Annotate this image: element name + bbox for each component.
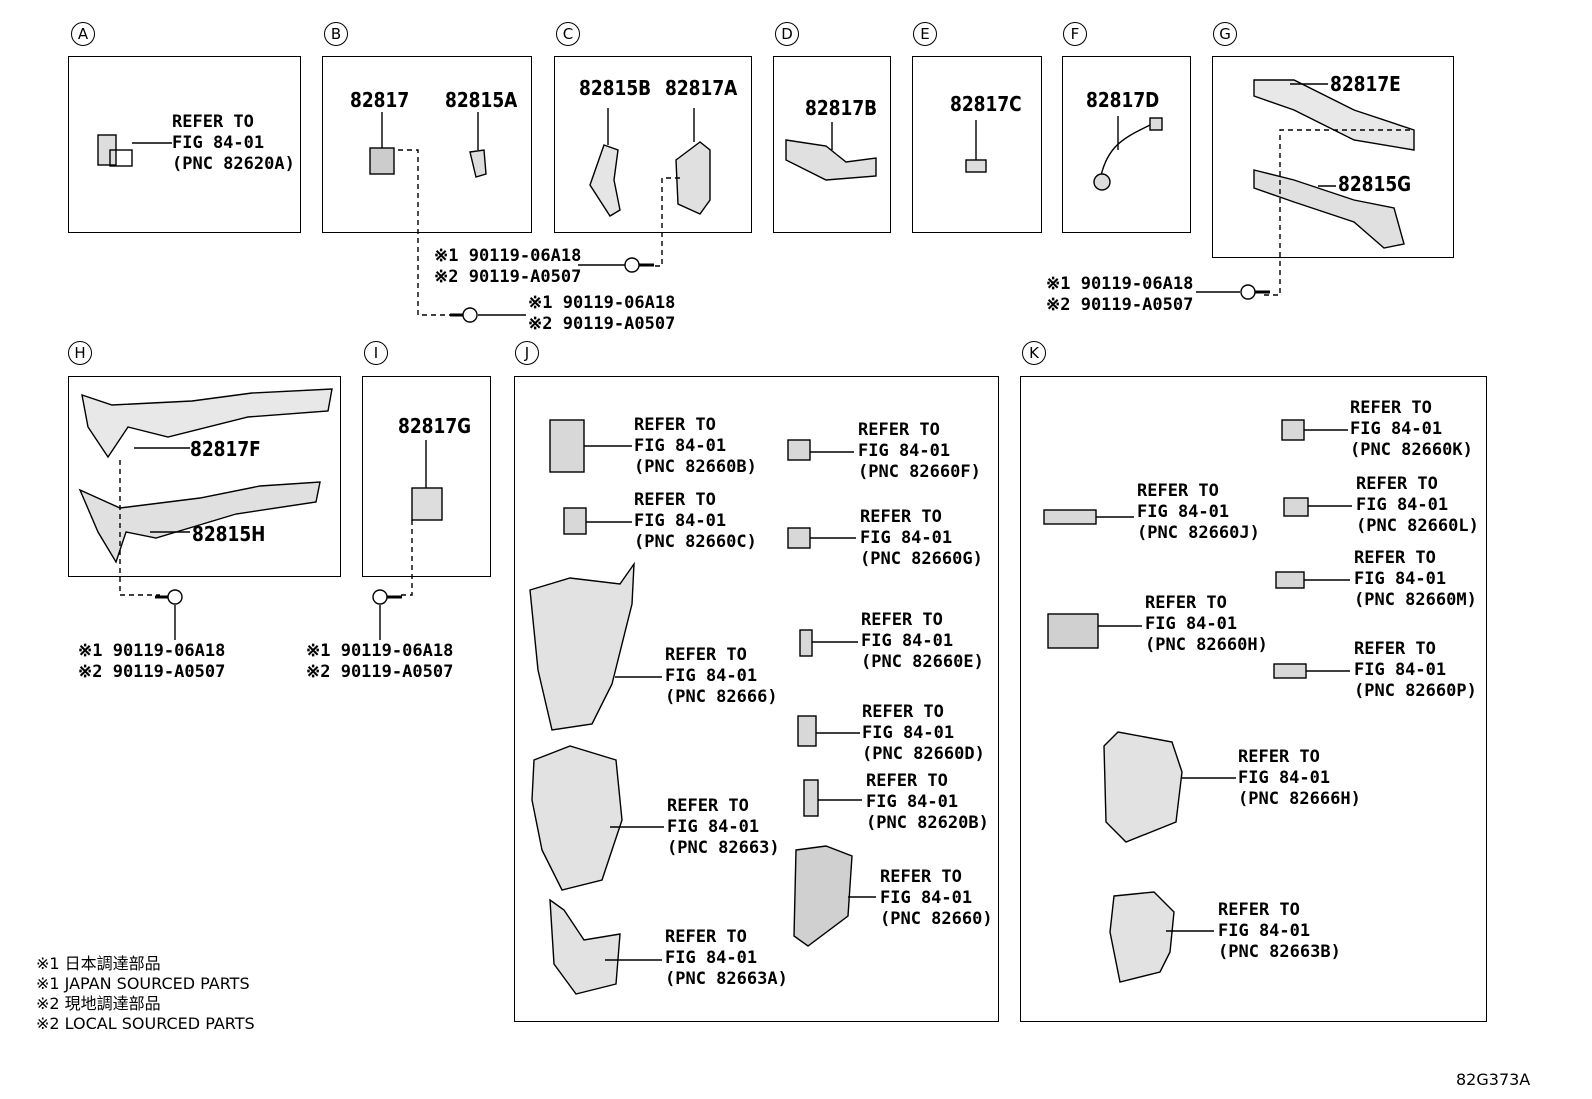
k-parts-drawings <box>1043 419 1352 983</box>
note-local-sourced-en: ※2 LOCAL SOURCED PARTS <box>36 1014 255 1033</box>
part-number-82817d[interactable]: 82817D <box>1086 88 1160 112</box>
note-local-sourced-jp: ※2 現地調達部品 <box>36 994 161 1013</box>
part-number-82817[interactable]: 82817 <box>350 88 410 112</box>
note-japan-sourced-en: ※1 JAPAN SOURCED PARTS <box>36 974 250 993</box>
panel-k <box>1020 376 1487 1022</box>
panel-e <box>912 56 1042 233</box>
section-letter-k: K <box>1022 341 1046 365</box>
part-number-82817a[interactable]: 82817A <box>665 76 738 100</box>
section-letter-d: D <box>775 22 799 46</box>
section-letter-j: J <box>515 341 539 365</box>
section-letter-b: B <box>324 22 348 46</box>
part-82815b-drawing <box>589 108 621 217</box>
part-82817a-drawing <box>675 108 711 215</box>
panel-j <box>514 376 999 1022</box>
part-82817e-drawing <box>1253 79 1415 151</box>
part-number-82815g[interactable]: 82815G <box>1338 172 1412 196</box>
legend-notes: ※1 日本調達部品 ※1 JAPAN SOURCED PARTS ※2 現地調達… <box>36 954 255 1034</box>
panel-a <box>68 56 301 233</box>
bolt-label-i[interactable]: ※1 90119-06A18※2 90119-A0507 <box>306 641 454 682</box>
panel-g <box>1212 56 1454 258</box>
note-japan-sourced-jp: ※1 日本調達部品 <box>36 954 161 973</box>
bolt-label-h[interactable]: ※1 90119-06A18※2 90119-A0507 <box>78 641 226 682</box>
panel-c <box>554 56 752 233</box>
section-letter-c: C <box>556 22 580 46</box>
leader-i-bolt <box>400 520 413 596</box>
part-number-82815b[interactable]: 82815B <box>579 76 652 100</box>
section-letter-h: H <box>68 341 92 365</box>
part-82817g-drawing <box>411 440 443 521</box>
part-number-82815a[interactable]: 82815A <box>445 88 518 112</box>
panel-d <box>773 56 891 233</box>
bolt-h-drawing <box>155 589 183 605</box>
ref-82620a[interactable]: REFER TO FIG 84-01 (PNC 82620A) <box>172 112 295 174</box>
figure-id: 82G373A <box>1456 1070 1531 1089</box>
part-82815g-drawing <box>1253 169 1405 249</box>
part-number-82817b[interactable]: 82817B <box>805 96 878 120</box>
section-letter-i: I <box>364 341 388 365</box>
part-number-82815h[interactable]: 82815H <box>192 522 266 546</box>
leader-h-bolt <box>119 460 160 596</box>
panel-b <box>322 56 532 233</box>
panel-f <box>1062 56 1191 233</box>
bolt-label-b[interactable]: ※1 90119-06A18※2 90119-A0507 <box>528 293 676 334</box>
panel-i <box>362 376 491 577</box>
part-82817f-drawing <box>81 388 333 459</box>
leader-c-bolt <box>652 177 680 267</box>
part-82815h-drawing <box>78 481 321 564</box>
part-82817-drawing <box>369 112 395 175</box>
section-letter-g: G <box>1213 22 1237 46</box>
part-number-82817c[interactable]: 82817C <box>950 92 1022 116</box>
bolt-c-drawing <box>624 257 654 273</box>
leader-g-bolt <box>1260 129 1410 296</box>
part-82817d-drawing <box>1093 116 1163 191</box>
j-parts-drawings <box>529 419 876 995</box>
part-82817b-drawing <box>785 122 877 181</box>
section-letter-e: E <box>913 22 937 46</box>
part-number-82817g[interactable]: 82817G <box>398 414 472 438</box>
bolt-label-c[interactable]: ※1 90119-06A18※2 90119-A0507 <box>434 246 582 287</box>
bolt-b-drawing <box>450 307 478 323</box>
bolt-g-drawing <box>1240 284 1270 300</box>
section-letter-a: A <box>71 22 95 46</box>
panel-h <box>68 376 341 577</box>
part-number-82817e[interactable]: 82817E <box>1330 72 1401 96</box>
bolt-label-g[interactable]: ※1 90119-06A18※2 90119-A0507 <box>1046 274 1194 315</box>
bolt-i-drawing <box>372 589 402 605</box>
part-number-82817f[interactable]: 82817F <box>190 437 261 461</box>
part-82817c-drawing <box>965 120 987 173</box>
section-letter-f: F <box>1063 22 1087 46</box>
part-82815a-drawing <box>469 112 487 178</box>
part-82620a-drawing <box>97 134 172 167</box>
